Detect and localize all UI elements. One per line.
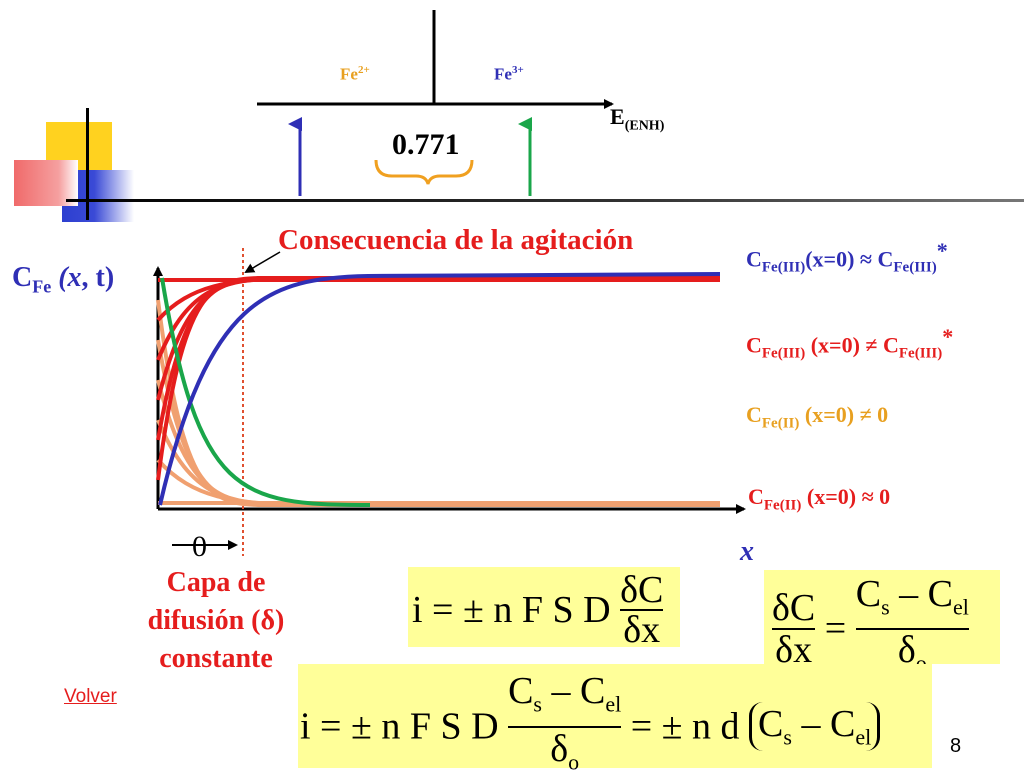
equation-box-2: δC δx = Cs – Cel δo: [764, 570, 1000, 675]
potential-axis-label: E(ENH): [610, 104, 665, 134]
decor-vertical-line: [86, 108, 89, 220]
curve-label-fe2-approx: CFe(II) (x=0) ≈ 0: [748, 484, 891, 514]
curve-label-fe2-neq: CFe(II) (x=0) ≠ 0: [746, 402, 889, 432]
curve-label-fe3-neq: CFe(III) (x=0) ≠ CFe(III)*: [746, 324, 954, 362]
y-axis-label: CFe (x, t): [12, 262, 115, 297]
equation-box-3: i = ± n F S D Cs – Cel δo = ± n d Cs – C…: [298, 664, 932, 774]
orange-decay-curve: [156, 419, 720, 507]
equation-box-1: i = ± n F S D δC δx: [408, 567, 680, 651]
decor-red-square: [14, 160, 78, 206]
orange-decay-curve: [156, 299, 720, 507]
orange-brace: [374, 159, 474, 185]
curve-label-fe3-approx: CFe(III)(x=0) ≈ CFe(III)*: [746, 238, 948, 276]
potential-value: 0.771: [392, 128, 460, 161]
page-number: 8: [950, 735, 962, 757]
fe3-label: Fe3+: [494, 64, 524, 84]
annotation-label: Consecuencia de la agitación: [278, 224, 634, 256]
blue-rise-curve: [158, 272, 721, 506]
origin-label: 0: [192, 530, 207, 563]
equation-3: i = ± n F S D Cs – Cel δo = ± n d Cs – C…: [300, 672, 881, 781]
decor-horizontal-line: [66, 199, 1024, 202]
equation-2: δC δx = Cs – Cel δo: [772, 573, 969, 676]
fe2-label: Fe2+: [340, 64, 370, 84]
x-axis-label: x: [740, 536, 754, 567]
back-link[interactable]: Volver: [64, 686, 117, 707]
concentration-curves: [156, 272, 721, 507]
equation-1: i = ± n F S D δC δx: [412, 569, 664, 651]
green-fall-curve: [160, 277, 370, 507]
annotation-pointer: [244, 251, 281, 274]
diffusion-layer-label: Capa de difusión (δ) constante: [147, 567, 285, 674]
